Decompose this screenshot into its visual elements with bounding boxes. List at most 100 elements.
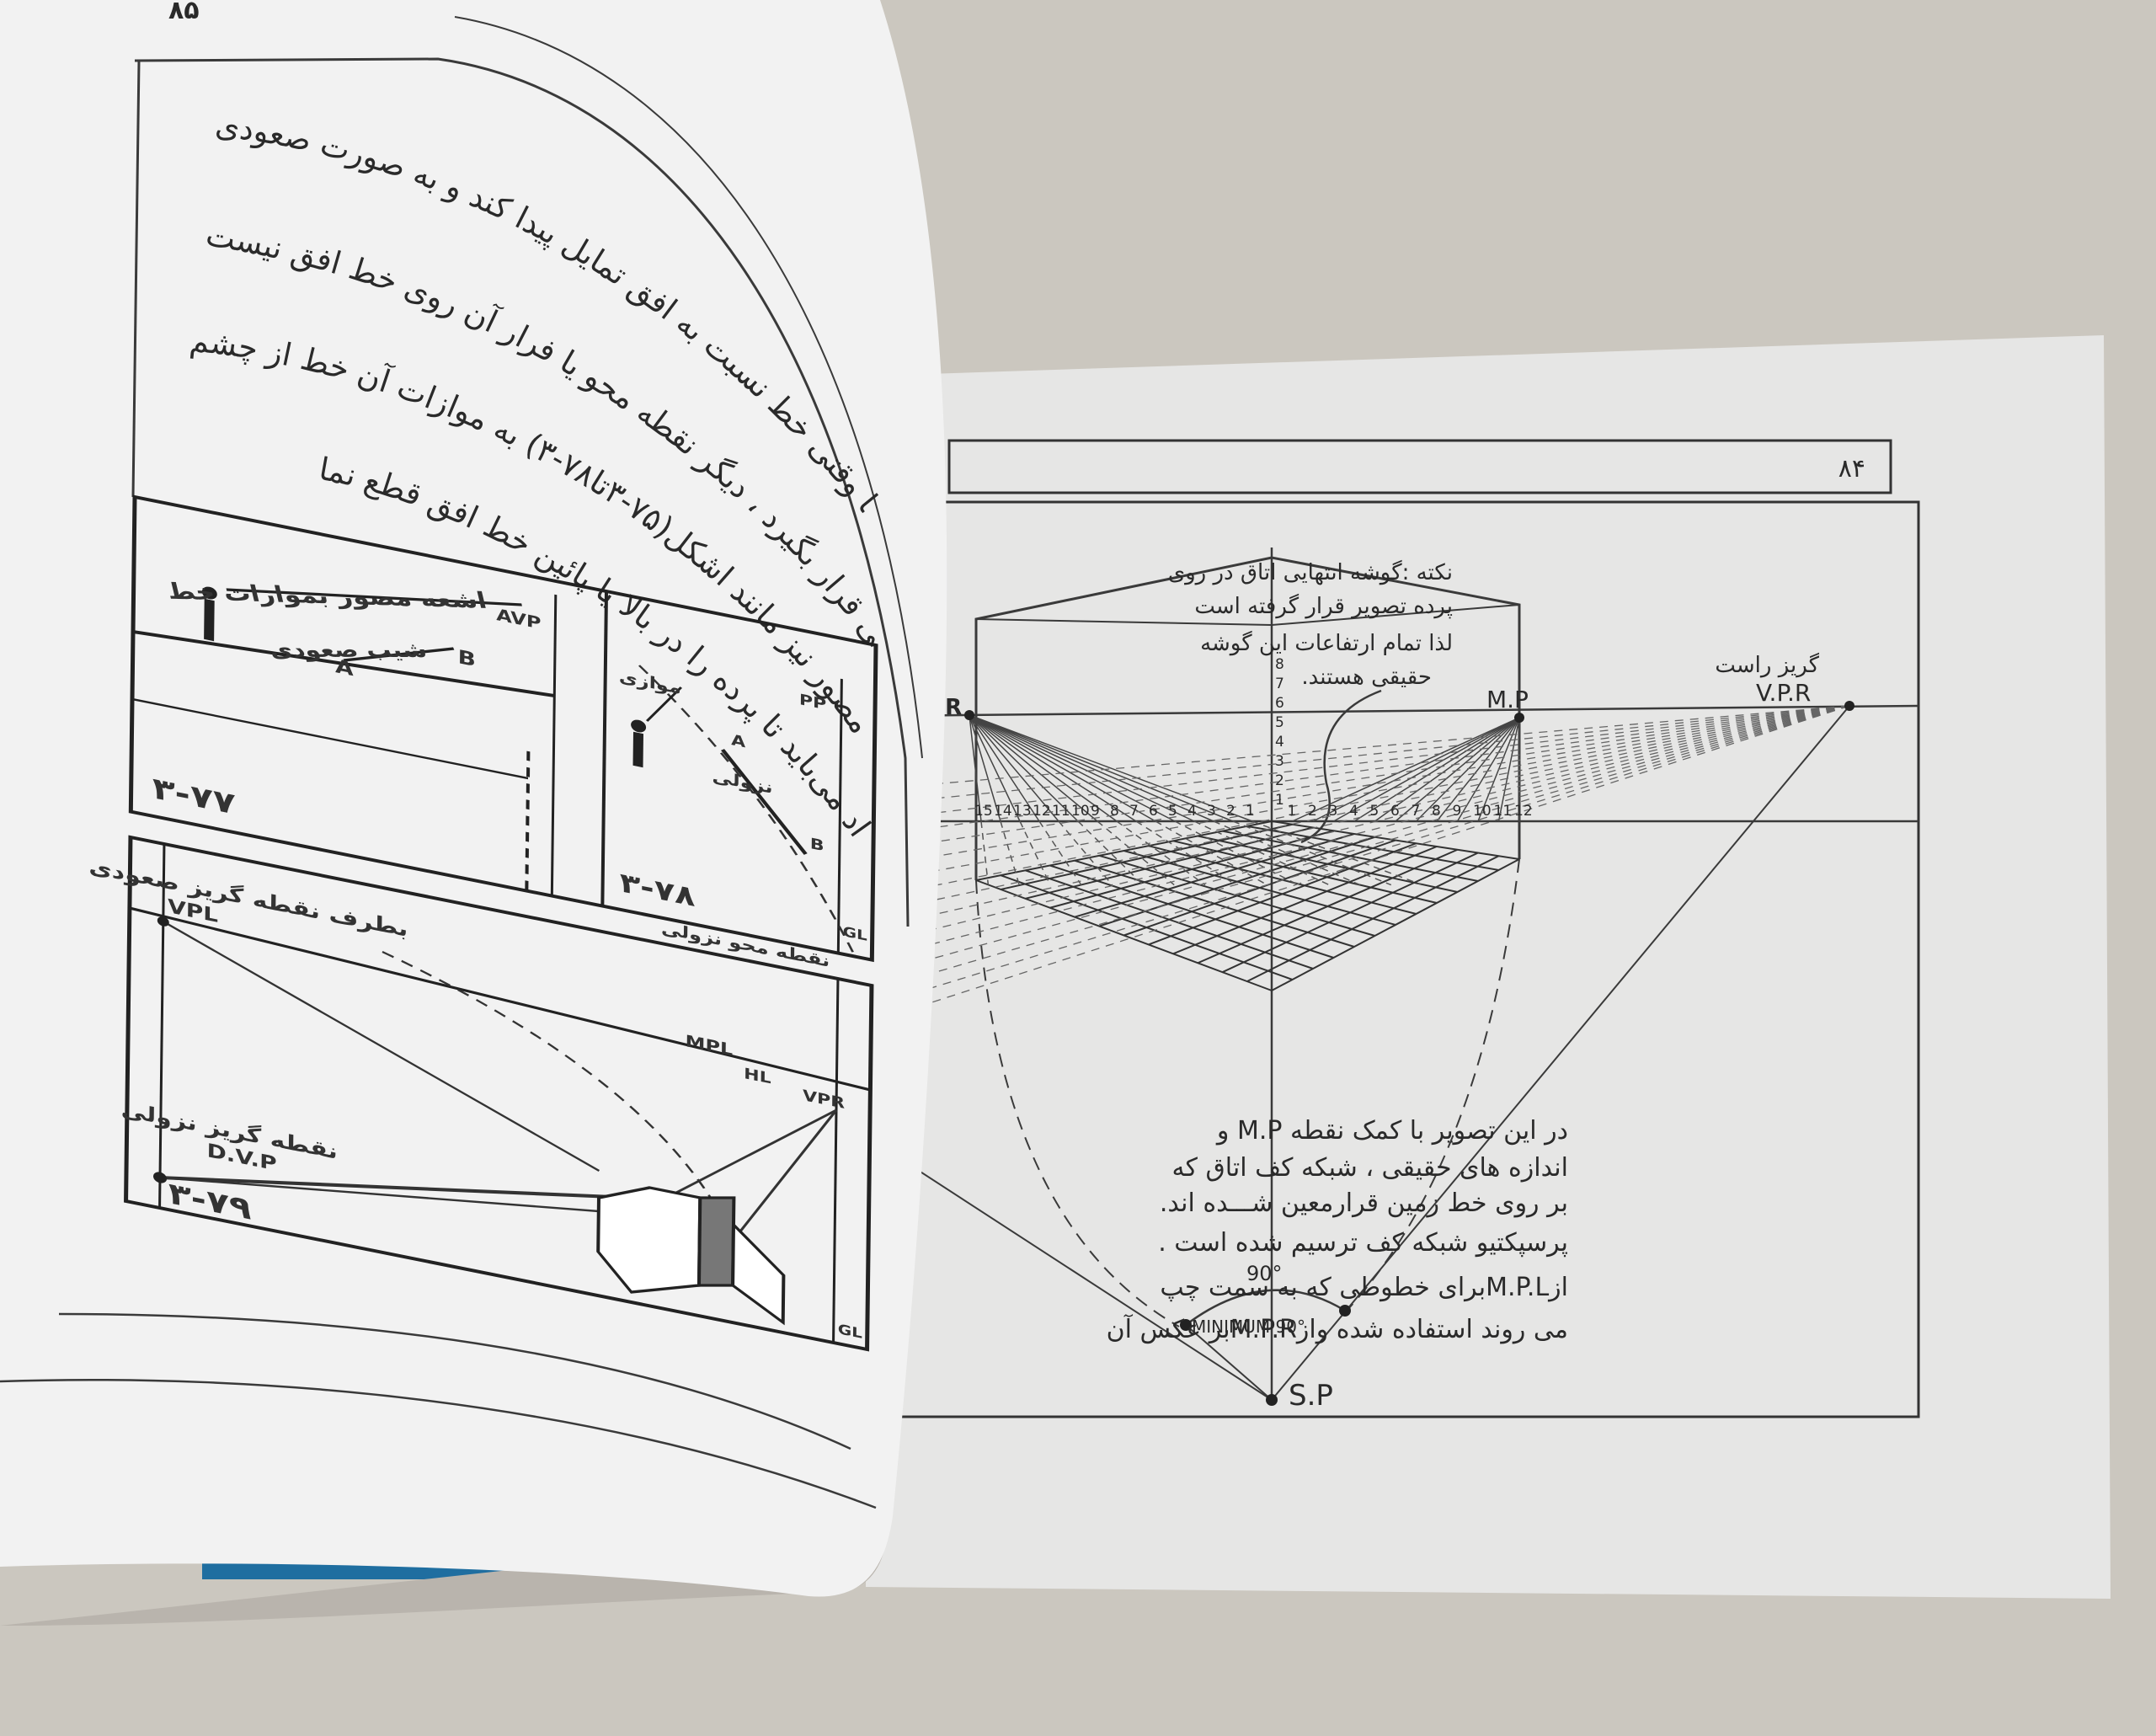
- vanishing-ray: [892, 705, 1850, 970]
- vanishing-ray: [892, 705, 1850, 955]
- sightline-sp-left: [879, 1145, 1273, 1401]
- stair-block: [596, 1186, 786, 1326]
- vertical-tick-label: 8: [1275, 656, 1284, 673]
- vanishing-ray: [892, 705, 1850, 849]
- ray-line: [1395, 717, 1520, 822]
- ray-extension: [1077, 820, 1144, 886]
- vanishing-ray: [892, 705, 1850, 940]
- sp-label: S.P: [1289, 1379, 1333, 1413]
- ray-extension: [1135, 820, 1237, 886]
- observer-figure: [201, 586, 217, 642]
- slope-label: شیب صعودی: [266, 638, 430, 662]
- vanishing-ray: [892, 705, 1850, 895]
- measuring-rays: [892, 705, 1850, 1016]
- ray-line: [969, 714, 1214, 822]
- mpl-angle-point: [1339, 1305, 1351, 1317]
- ray-extension: [1251, 820, 1422, 886]
- mp-point: [1514, 713, 1524, 723]
- ray-line: [969, 714, 1098, 822]
- vertical-tick-label: 1: [1275, 792, 1284, 809]
- dashed-arc-right: [1347, 858, 1520, 1311]
- caption-line: در این تصویر با کمک نقطه M.P و: [1215, 1116, 1568, 1146]
- tick-label: 12: [1514, 803, 1533, 820]
- grid-line: [1246, 855, 1499, 982]
- left-page: ۸۵ اما وقتی خط نسبت به افق تمایل پیدا کن…: [0, 0, 947, 1626]
- horizon-line: [132, 629, 555, 698]
- caption-text: در این تصویر با کمک نقطه M.P و اندازه ها…: [1107, 1116, 1568, 1344]
- tick-label: 13: [1013, 803, 1032, 820]
- grid-line: [1246, 825, 1499, 871]
- left-page-header-rule: [134, 57, 910, 927]
- caption-line: بر روی خط زمین قرارمعین شـــده اند.: [1160, 1188, 1568, 1218]
- ray-extension: [980, 820, 990, 885]
- vanishing-ray: [892, 705, 1850, 1016]
- floor-grid: [975, 820, 1520, 991]
- tick-label: 7: [1412, 803, 1421, 820]
- vanishing-ray: [892, 705, 1850, 1001]
- left-page-number: ۸۵: [168, 0, 200, 25]
- tick-label: 7: [1129, 803, 1139, 820]
- sp-point: [1266, 1394, 1278, 1406]
- ray-line: [969, 714, 1253, 822]
- tick-label: 1: [1288, 803, 1297, 820]
- figure-3-77: اشعه مصور بموازات خط شیب صعودی A B AVP ۳…: [128, 494, 878, 963]
- point-b: B: [457, 646, 476, 671]
- note-text: نکته :گوشه انتهایی اتاق در روی پرده تصوی…: [1168, 559, 1453, 690]
- ray-line: [1312, 717, 1520, 822]
- vertical-tick-label: 6: [1275, 695, 1284, 712]
- note-line: لذا تمام ارتفاعات این گوشه: [1200, 630, 1453, 656]
- vanishing-ray: [892, 705, 1850, 879]
- ray-extension: [1232, 820, 1392, 886]
- note-line: نکته :گوشه انتهایی اتاق در روی: [1168, 559, 1453, 585]
- note-line: حقیقی هستند.: [1301, 665, 1432, 690]
- left-page-bottom-rule: [0, 1378, 877, 1509]
- right-angle-arc: [1185, 1289, 1346, 1326]
- parallel-ray-arrow: [226, 588, 522, 606]
- slope-line: [343, 647, 455, 662]
- sightline-sp-vpr: [1271, 705, 1850, 1401]
- tick-label: 11: [1052, 803, 1070, 820]
- tick-label: 14: [994, 803, 1012, 820]
- observer-figure: [631, 719, 647, 768]
- caption-line: می روند استفاده شده وازM.P.Rبر عکس آن: [1107, 1314, 1568, 1344]
- ray-extension: [1038, 820, 1082, 886]
- tick-label: 8: [1110, 803, 1119, 820]
- ray-line: [969, 714, 1234, 822]
- point-a: A: [335, 655, 354, 681]
- grid-line: [1271, 858, 1520, 991]
- tick-label: 9: [1453, 803, 1462, 820]
- vpr-caption: گریز راست: [1715, 652, 1819, 678]
- angle-label: 90°: [1246, 1262, 1283, 1285]
- tick-label: 6: [1149, 803, 1158, 820]
- tick-label: 2: [1226, 803, 1235, 820]
- vanishing-ray: [892, 705, 1850, 925]
- minimum-label: MINIMUM 90°: [1192, 1317, 1305, 1337]
- tick-label: 10: [1071, 803, 1090, 820]
- ray-line: [969, 714, 1079, 822]
- ray-line: [969, 714, 982, 822]
- vanishing-ray: [892, 705, 1850, 910]
- ray-line: [1436, 717, 1520, 822]
- ray-line: [1353, 717, 1520, 822]
- tick-label: 3: [1329, 803, 1338, 820]
- ray-extension: [1155, 820, 1267, 886]
- horizon-line: [129, 906, 871, 1092]
- tick-label: 10: [1473, 803, 1492, 820]
- note-pointer-curve: [1300, 689, 1382, 844]
- left-page-frame: [131, 60, 141, 498]
- left-page-bottom-rule-2: [58, 1312, 851, 1450]
- ray-line: [1415, 717, 1520, 822]
- room-ceiling-line: [975, 604, 1520, 627]
- ray-extension: [1213, 820, 1361, 886]
- ray-extension: [1097, 820, 1175, 886]
- vertical-tick-label: 5: [1275, 714, 1284, 731]
- caption-line: ازM.P.Lبرای خطوطی که به سمت چپ: [1160, 1273, 1568, 1302]
- grid-line: [1271, 820, 1520, 860]
- horizon-line: [879, 704, 1919, 718]
- grid-line: [1222, 852, 1479, 974]
- tick-label: 15: [974, 803, 993, 820]
- left-page-header-rule-2: [454, 16, 923, 759]
- tick-label: 2: [1308, 803, 1317, 820]
